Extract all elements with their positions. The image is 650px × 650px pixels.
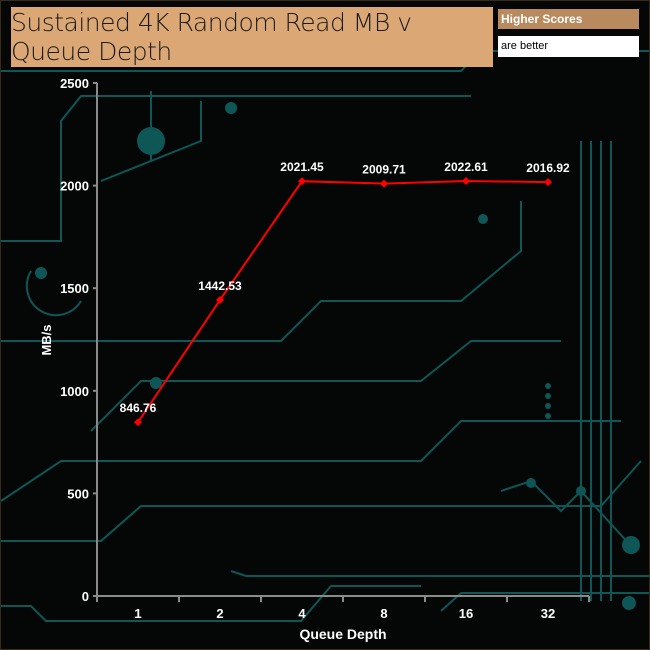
- data-point: [298, 177, 306, 186]
- y-tick-label: 2000: [60, 179, 89, 194]
- y-tick-label: 1000: [60, 384, 89, 399]
- data-point: [544, 178, 552, 187]
- y-tick-label: 500: [67, 486, 89, 501]
- data-point: [462, 176, 470, 185]
- data-label: 2021.45: [280, 160, 324, 174]
- x-tick-label: 2: [216, 606, 223, 621]
- data-label: 1442.53: [198, 279, 242, 293]
- y-tick-label: 2500: [60, 76, 89, 91]
- x-tick-label: 32: [541, 606, 555, 621]
- series-line: [137, 179, 549, 423]
- are-better-badge: are better: [498, 36, 639, 57]
- higher-scores-badge: Higher Scores: [498, 9, 639, 29]
- y-tick-label: 1500: [60, 281, 89, 296]
- data-label: 2009.71: [362, 163, 406, 177]
- data-point: [216, 295, 224, 304]
- y-axis-label: MB/s: [39, 324, 54, 355]
- x-tick-label: 8: [380, 606, 387, 621]
- x-axis-label: Queue Depth: [299, 626, 386, 642]
- data-point: [134, 418, 142, 427]
- data-point: [380, 179, 388, 188]
- x-tick-label: 1: [134, 606, 141, 621]
- x-tick-label: 4: [298, 606, 306, 621]
- data-label: 2016.92: [526, 161, 570, 175]
- y-tick-label: 0: [82, 589, 89, 604]
- data-label: 2022.61: [444, 160, 488, 174]
- data-label: 846.76: [120, 401, 157, 415]
- x-tick-label: 16: [459, 606, 473, 621]
- chart-title: Sustained 4K Random Read MB v Queue Dept…: [11, 7, 493, 67]
